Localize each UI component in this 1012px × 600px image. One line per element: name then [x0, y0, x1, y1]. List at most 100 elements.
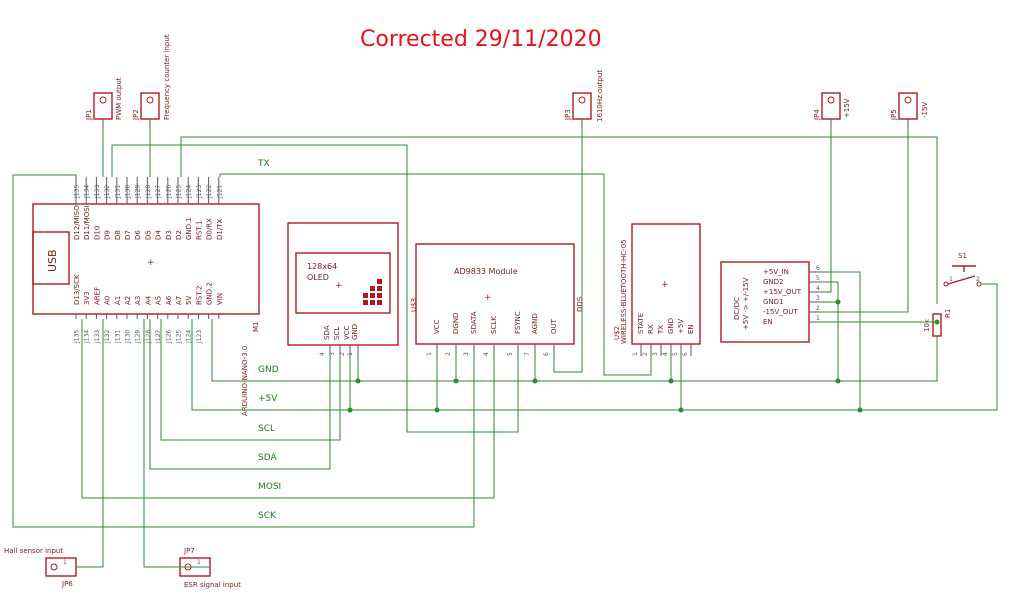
arduino-top-pin-name: D8 — [114, 230, 122, 240]
oled-pin-name: GND — [351, 324, 359, 340]
origin-mark: + — [147, 258, 155, 268]
ad9833-pin-number: 3 — [463, 352, 470, 356]
arduino-bottom-pin-name: A4 — [144, 295, 152, 305]
bt-pin-number: 4 — [662, 352, 669, 356]
arduino-top-pin-number: J124 — [186, 185, 193, 199]
ad9833-pin-number: 7 — [524, 352, 531, 356]
switch-pin2: 2 — [976, 276, 980, 283]
arduino-top-pin-number: J122 — [206, 185, 213, 199]
dcdc-pin-number: 5 — [816, 275, 820, 282]
net-5v: +5V — [258, 394, 278, 404]
jp6-ref: JP6 — [61, 580, 73, 588]
wires — [12, 128, 998, 568]
dcdc-pin-number: 3 — [816, 295, 820, 302]
switch-pin1: 1 — [949, 276, 953, 283]
jp3-label: 1610Hz output — [596, 70, 604, 122]
bt-pin-number: 2 — [642, 352, 649, 356]
arduino-bottom-pin-number: J124 — [186, 330, 193, 344]
bt-pin-name: STATE — [637, 313, 645, 334]
arduino-top-pin-number: J121 — [216, 185, 223, 199]
net-gnd: GND — [258, 365, 279, 375]
dcdc-pin-number: 4 — [816, 285, 820, 292]
arduino-bottom-pin-number: J131 — [114, 330, 121, 344]
arduino-bottom-pin-number: J132 — [104, 330, 111, 344]
arduino-bottom-pin-number: J128 — [145, 330, 152, 344]
bluetooth-module: + U$2 WIRELESS-BLUETOOTH-HC-05 — [613, 223, 701, 345]
arduino-bottom-pin-name: GND.2 — [206, 282, 214, 305]
oled-pin-number: 4 — [319, 352, 326, 356]
bt-value: WIRELESS-BLUETOOTH-HC-05 — [620, 239, 628, 344]
switch-ref: S1 — [958, 252, 967, 260]
oled-pin-number: 3 — [329, 352, 336, 356]
jp4-label: +15V — [843, 98, 851, 118]
jp2-label: Frequency counter input — [163, 34, 171, 120]
arduino-top-pin-name: RST.1 — [195, 221, 203, 240]
ad9833-pin-name: AGND — [531, 313, 539, 334]
ad9833-module: AD9833 Module + DDS — [415, 243, 584, 345]
arduino-top-pin-name: D5 — [144, 230, 152, 240]
ad9833-pin-number: 2 — [445, 352, 452, 356]
bt-pin-number: 6 — [682, 352, 689, 356]
connector-jp7: JP7 1 ESR signal input — [179, 547, 241, 589]
arduino-top-pin-name: D4 — [155, 230, 163, 240]
bt-origin: + — [661, 280, 669, 290]
oled-pin-number: 1 — [347, 352, 354, 356]
oled-pixel-icon — [363, 279, 382, 305]
bt-pin-number: 3 — [652, 352, 659, 356]
arduino-bottom-pin-name: A5 — [155, 296, 163, 305]
jp2-ref: JP2 — [132, 109, 140, 121]
arduino-bottom-pin-name: AREF — [93, 287, 101, 305]
jp6-label: Hall sensor input — [4, 547, 63, 555]
ad9833-pin-number: 6 — [543, 352, 550, 356]
arduino-bottom-pins: J135D13/SCKJ1343V3J133AREFJ132A0J131A1J1… — [73, 274, 224, 344]
bt-pin-name: TX — [657, 325, 665, 335]
jp1-ref: JP1 — [85, 109, 93, 121]
ad9833-pin-name: SCLK — [490, 316, 498, 334]
arduino-top-pin-number: J132 — [104, 185, 111, 199]
arduino-bottom-pin-number: J133 — [94, 330, 101, 344]
arduino-top-pin-number: J127 — [155, 185, 162, 199]
arduino-bottom-pin-name: A7 — [175, 296, 183, 305]
jp5-ref: JP5 — [890, 109, 898, 121]
jp7-pin: 1 — [197, 559, 201, 566]
resistor-value: 10k — [923, 318, 931, 332]
dcdc-pin-number: 1 — [816, 315, 820, 322]
arduino-top-pin-name: D7 — [124, 230, 132, 240]
arduino-top-pin-number: J135 — [74, 185, 81, 199]
arduino-bottom-pin-number: J123 — [196, 330, 203, 344]
arduino-top-pin-name: D3 — [165, 230, 173, 240]
arduino-bottom-pin-number: J135 — [74, 330, 81, 344]
arduino-top-pin-number: J126 — [165, 185, 172, 199]
arduino-top-pin-name: D2 — [175, 230, 183, 240]
arduino-top-pin-number: J128 — [145, 185, 152, 199]
ad9833-origin: + — [484, 293, 492, 303]
net-labels: TX GND +5V SCL SDA MOSI SCK — [257, 159, 281, 521]
arduino-top-pin-number: J130 — [125, 185, 132, 199]
dcdc-pin-name: -15V_OUT — [763, 308, 798, 316]
arduino-bottom-pin-name: A2 — [124, 296, 132, 305]
ad9833-pin-number: 4 — [483, 352, 490, 356]
arduino-top-pin-number: J131 — [114, 185, 121, 199]
connector-jp6: Hall sensor input 1 JP6 — [4, 547, 77, 588]
jp7-label: ESR signal input — [184, 581, 241, 589]
ad9833-side-label: DDS — [576, 296, 584, 312]
arduino-bottom-pin-number: J127 — [155, 330, 162, 344]
oled-pin-name: SCL — [333, 327, 341, 340]
arduino-bottom-pin-number: J125 — [176, 330, 183, 344]
net-sck: SCK — [258, 511, 277, 521]
arduino-top-pin-number: J134 — [84, 185, 91, 199]
oled-ref: U$3 — [410, 298, 418, 312]
dcdc-pin-name: GND1 — [763, 298, 784, 306]
arduino-bottom-pin-name: 5V — [185, 296, 193, 305]
oled-pin-number: 2 — [339, 352, 346, 356]
bt-pin-name: RX — [647, 324, 655, 334]
jp5-label: -15V — [921, 102, 929, 118]
net-tx: TX — [257, 159, 270, 169]
oled-origin: + — [335, 281, 343, 291]
net-mosi: MOSI — [258, 482, 281, 492]
